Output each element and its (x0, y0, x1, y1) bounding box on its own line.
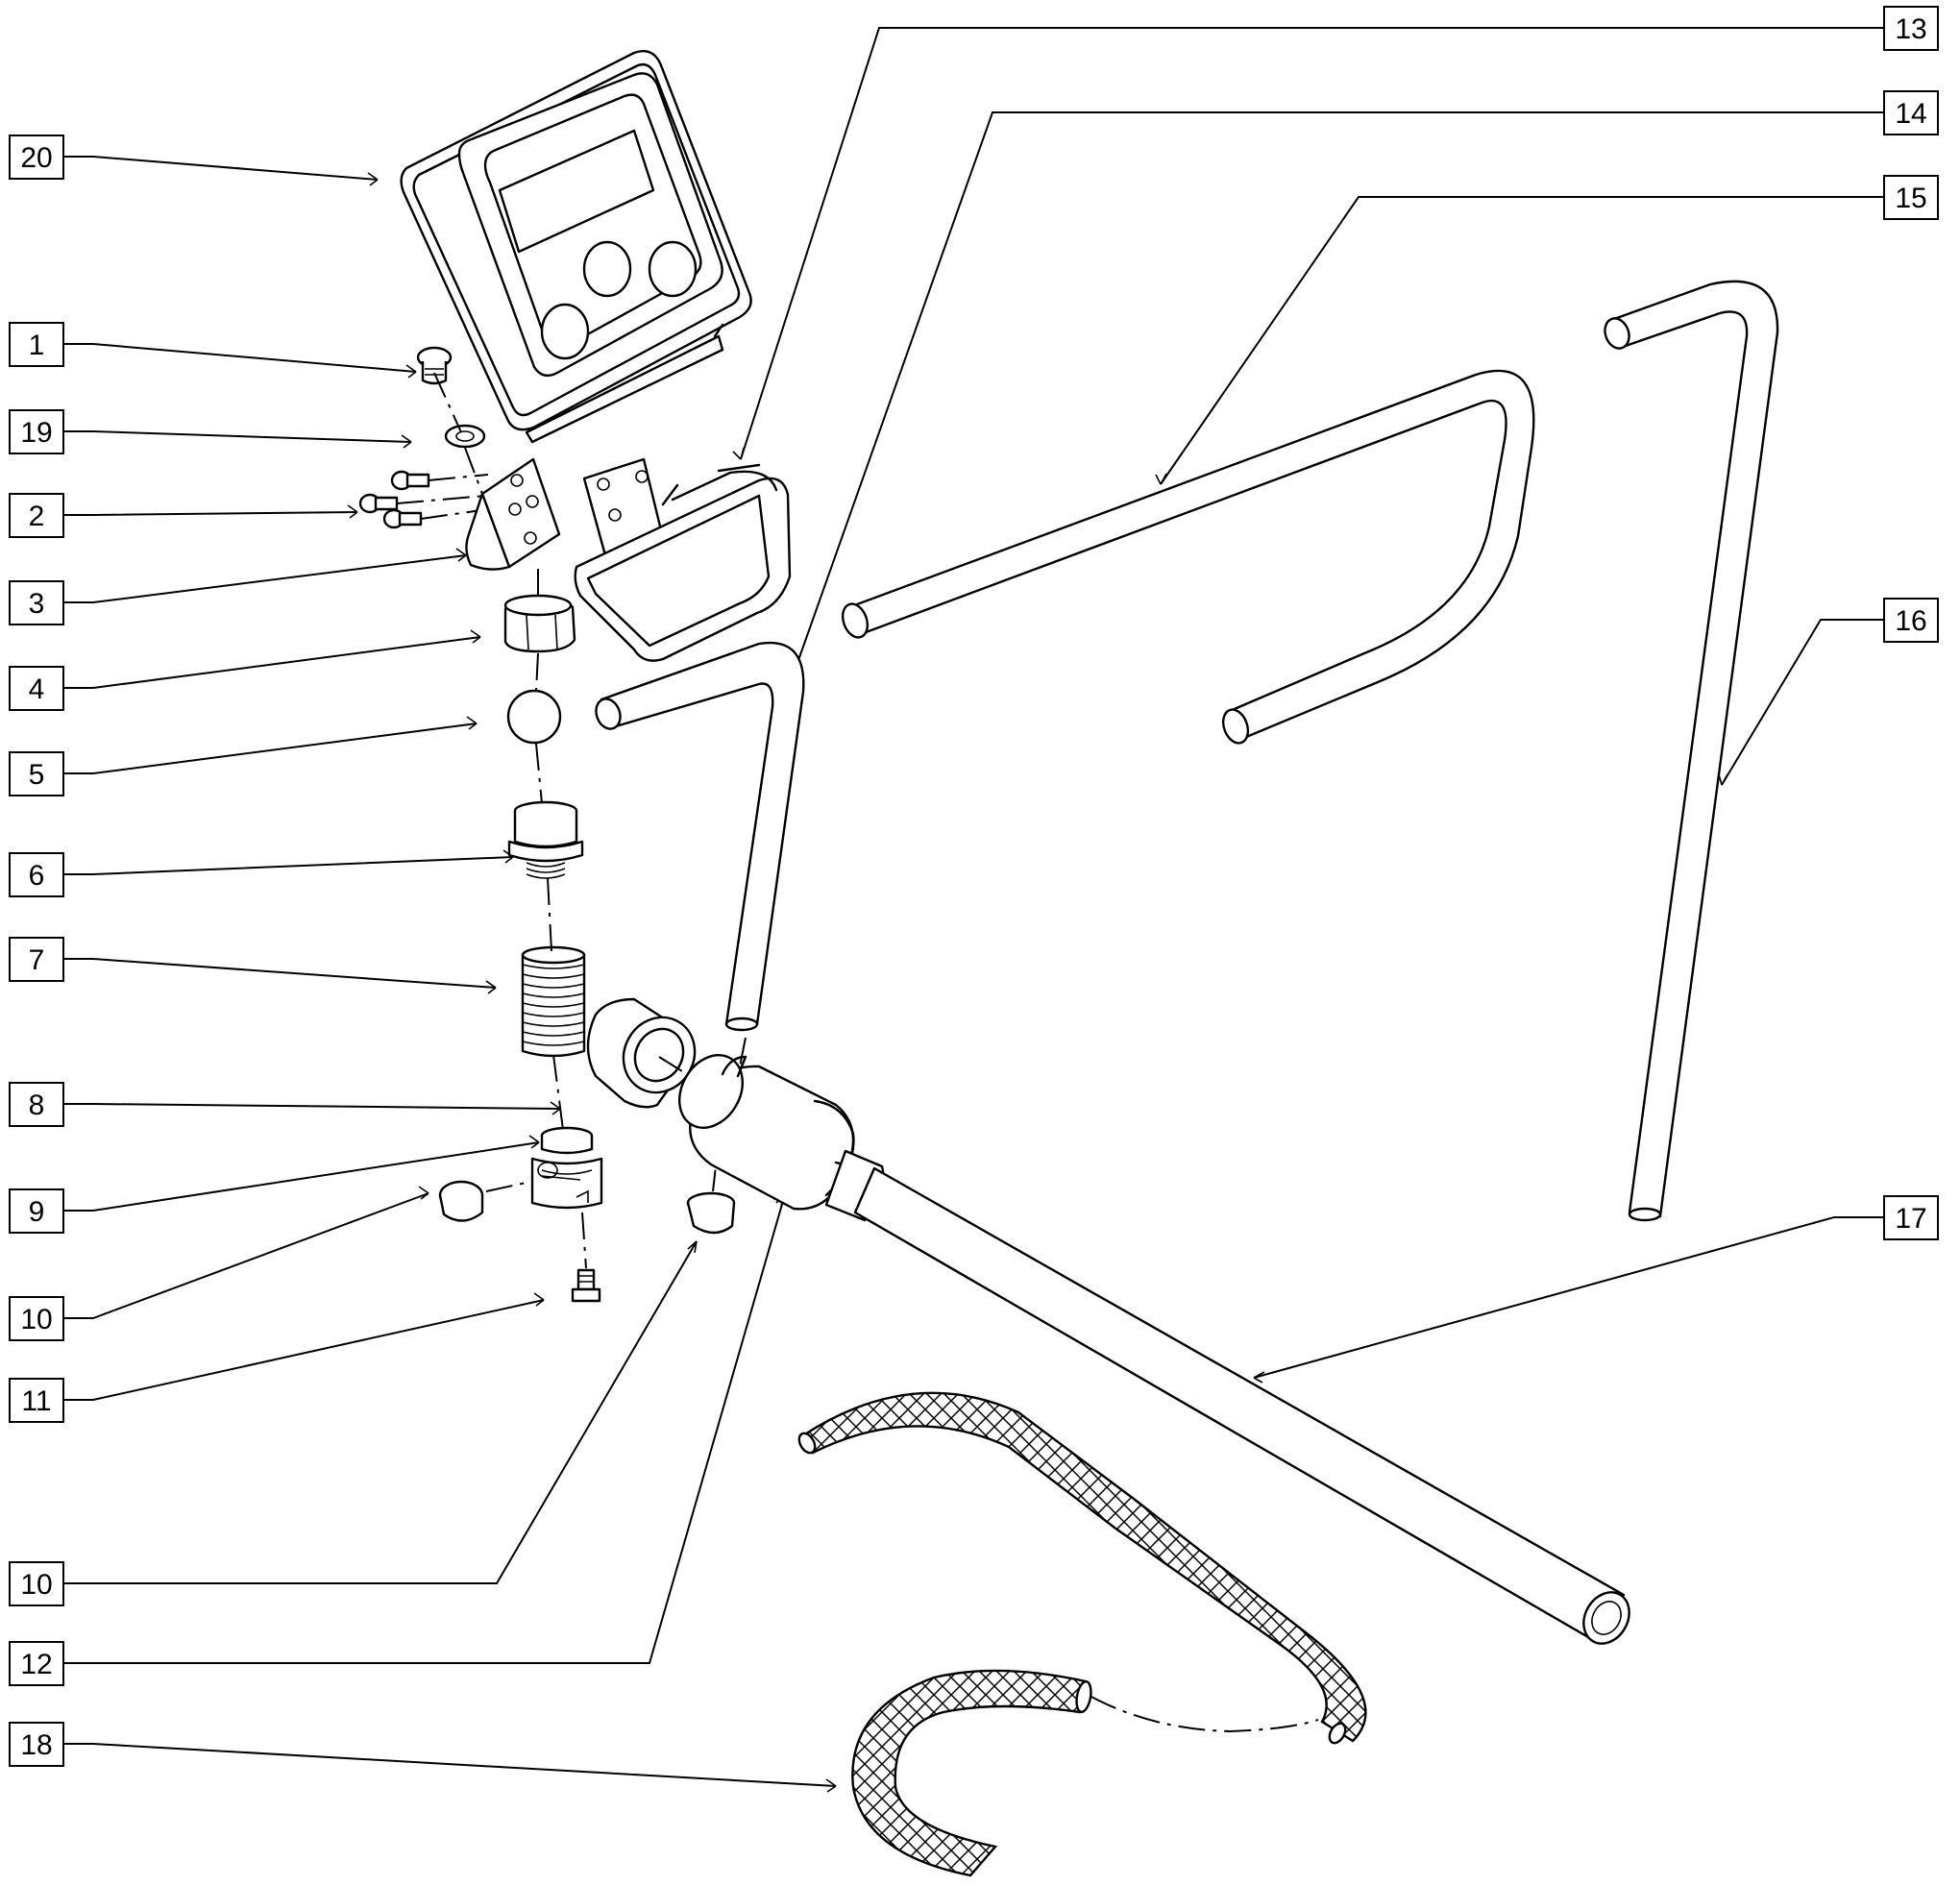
part-screw-11 (571, 1268, 601, 1303)
part-tube-16 (1604, 280, 1779, 1222)
part-cap-10-right (686, 1191, 736, 1235)
part-fitting-8 (586, 997, 697, 1109)
callout-5-label: 5 (29, 759, 45, 791)
callout-14-label: 14 (1895, 98, 1926, 130)
callout-4: 4 (9, 666, 64, 711)
callout-16: 16 (1883, 598, 1939, 643)
callout-17-label: 17 (1895, 1203, 1926, 1235)
part-screw-1 (416, 346, 453, 385)
part-ball-5 (506, 689, 562, 745)
callout-8-label: 8 (29, 1090, 45, 1121)
callout-10a: 10 (9, 1296, 64, 1341)
callout-16-label: 16 (1895, 605, 1926, 637)
assembly-axes (433, 372, 747, 1269)
callout-4-label: 4 (29, 674, 45, 705)
callout-10b: 10 (9, 1561, 64, 1606)
callout-19: 19 (9, 409, 64, 454)
part-nut-4 (503, 594, 576, 653)
callout-6-label: 6 (29, 860, 45, 892)
callout-20: 20 (9, 135, 64, 180)
callout-12-label: 12 (20, 1649, 52, 1680)
part-tube-15 (841, 369, 1535, 745)
callout-1: 1 (9, 322, 64, 367)
part-braided-hose-18 (797, 1391, 1367, 1877)
callout-2: 2 (9, 493, 64, 538)
callout-10b-label: 10 (20, 1569, 52, 1601)
callout-9-label: 9 (29, 1196, 45, 1228)
callout-15-label: 15 (1895, 183, 1926, 214)
leader-arrowheads (347, 172, 1728, 1793)
callout-19-label: 19 (20, 417, 52, 449)
part-screws-2 (358, 470, 489, 529)
part-meter-housing (574, 457, 792, 662)
callout-7-label: 7 (29, 944, 45, 976)
part-probe-tube-17 (853, 1166, 1630, 1645)
part-washer-19 (444, 424, 486, 449)
callout-12: 12 (9, 1641, 64, 1686)
leader-lines (63, 27, 1884, 1787)
callout-6: 6 (9, 852, 64, 897)
callout-1-label: 1 (29, 330, 45, 361)
part-cap-10-left (438, 1180, 484, 1222)
callout-17: 17 (1883, 1195, 1939, 1240)
callout-3: 3 (9, 580, 64, 625)
part-display-controller (400, 49, 752, 444)
callout-8: 8 (9, 1082, 64, 1127)
part-body-9 (530, 1126, 603, 1210)
part-bracket-3 (465, 457, 561, 571)
callout-11-label: 11 (21, 1385, 51, 1417)
callout-13: 13 (1883, 6, 1939, 51)
callout-15: 15 (1883, 175, 1939, 220)
part-adapter-6 (507, 800, 584, 879)
callout-18-label: 18 (20, 1729, 52, 1761)
part-tube-14 (595, 641, 805, 1032)
part-threaded-nipple-7 (521, 945, 586, 1058)
callout-7: 7 (9, 937, 64, 982)
callout-11: 11 (9, 1378, 64, 1423)
callout-3-label: 3 (29, 588, 45, 620)
callout-20-label: 20 (20, 142, 52, 174)
callout-18: 18 (9, 1722, 64, 1767)
callout-13-label: 13 (1895, 13, 1926, 45)
callout-2-label: 2 (29, 501, 45, 532)
callout-10a-label: 10 (20, 1304, 52, 1335)
callout-5: 5 (9, 751, 64, 796)
callout-14: 14 (1883, 90, 1939, 135)
callout-9: 9 (9, 1188, 64, 1234)
